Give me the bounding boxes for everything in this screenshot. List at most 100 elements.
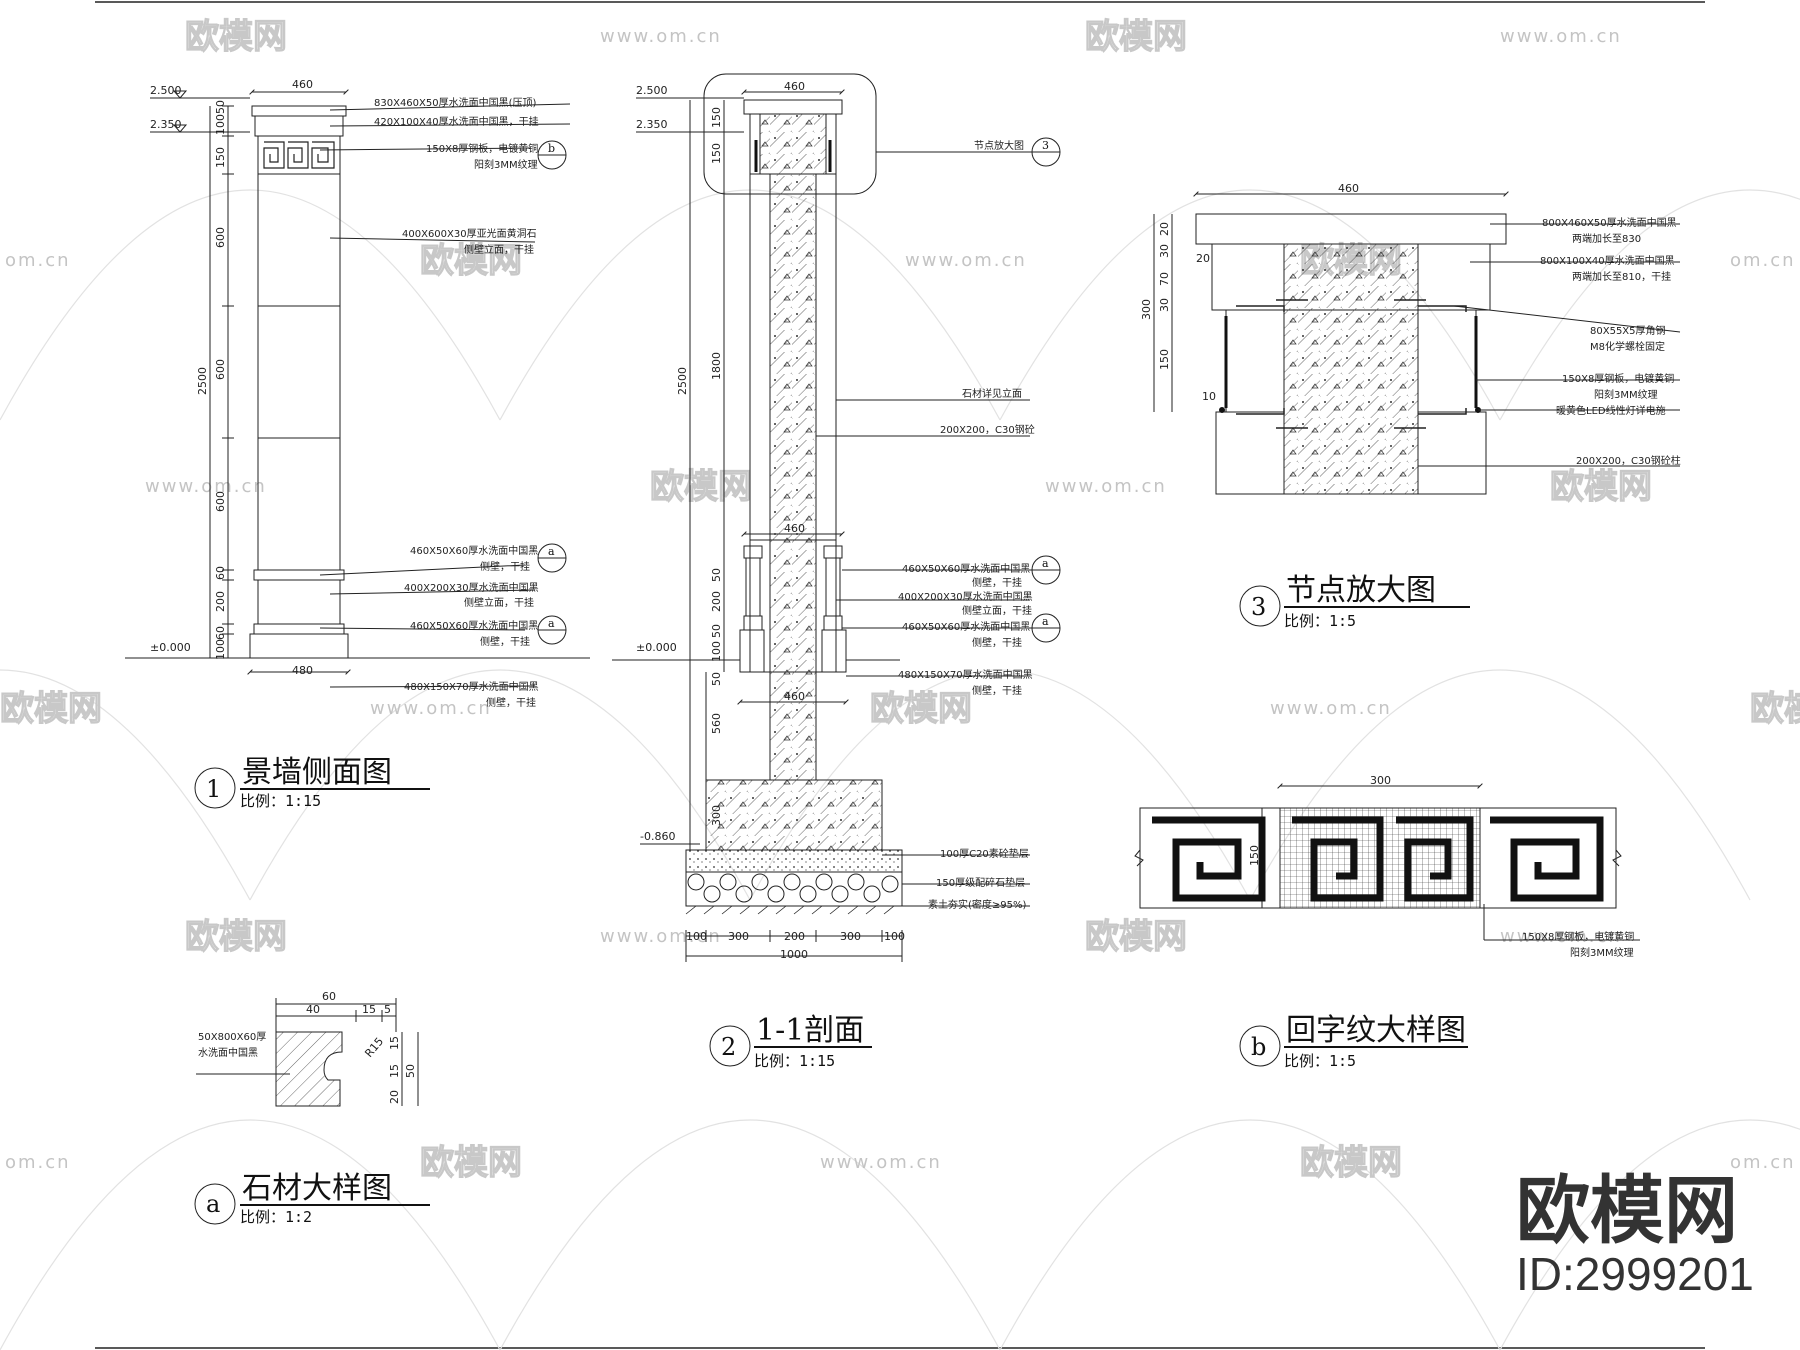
watermark-brand: 欧模网: [185, 917, 287, 957]
view-3-node-detail: 460 300 20 30 70 30 150 20 10: [1140, 182, 1681, 630]
watermark-arcs: [0, 189, 1800, 1350]
dim-seg: 60: [214, 626, 227, 640]
callout-tag: a: [1042, 615, 1049, 628]
note: 石材详见立面: [962, 387, 1022, 400]
dim-c: 5: [384, 1003, 391, 1016]
note: 阳刻3MM纹理: [474, 158, 538, 171]
meander-band: [263, 141, 335, 169]
view-number: 2: [721, 1033, 736, 1061]
brand-block: 欧模网 ID:2999201: [1516, 1168, 1754, 1300]
watermark-url: om.cn: [1730, 250, 1796, 271]
note: 50X800X60厚: [198, 1031, 266, 1043]
gravel-layer: [687, 873, 899, 903]
elev-0: ±0.000: [636, 641, 677, 654]
watermark-brand: 欧模网: [0, 689, 102, 729]
watermark-url: om.cn: [5, 250, 71, 271]
dim-top-width: 460: [1338, 182, 1359, 195]
note: 480X150X70厚水洗面中国黑: [898, 668, 1033, 681]
watermark-brand: 欧模网: [1750, 689, 1800, 729]
dim-total: 2500: [196, 367, 209, 395]
note: 侧壁，干挂: [486, 696, 536, 709]
watermark-url: www.om.cn: [1270, 698, 1392, 719]
note: 800X100X40厚水洗面中国黑: [1540, 254, 1675, 267]
note: 800X460X50厚水洗面中国黑: [1542, 216, 1677, 229]
dim-bottom-total: 1000: [780, 948, 808, 961]
watermark-brand: 欧模网: [1300, 1143, 1402, 1183]
watermark-url: om.cn: [5, 1152, 71, 1173]
note: 侧壁立面，干挂: [464, 596, 534, 609]
watermarks: 欧模网 www.om.cn 欧模网 www.om.cn om.cn 欧模网 ww…: [0, 16, 1800, 1183]
dim-seg: 50: [710, 672, 723, 686]
note: 侧壁，干挂: [972, 636, 1022, 649]
dim-seg: 30: [1158, 244, 1171, 258]
dim-seg: 150: [710, 107, 723, 128]
view-scale: 比例：1:15: [754, 1052, 835, 1070]
note: 460X50X60厚水洗面中国黑: [902, 620, 1030, 633]
note: M8化学螺栓固定: [1590, 340, 1665, 353]
view-scale: 比例：1:5: [1284, 1052, 1356, 1070]
dim-bottom: 300: [840, 930, 861, 943]
view-number: 1: [206, 775, 221, 803]
dim-bottom-width: 480: [292, 664, 313, 677]
dim-seg: 50: [214, 100, 227, 114]
view-scale: 比例：1:2: [240, 1208, 312, 1226]
dim-height: 150: [1248, 845, 1261, 866]
view-number: b: [1251, 1033, 1266, 1061]
dim-seg: 60: [214, 566, 227, 580]
dim-seg: 300: [710, 805, 723, 826]
dim-total: 300: [1140, 299, 1153, 320]
dim-seg: 50: [710, 624, 723, 638]
meander-pattern: [1152, 816, 1604, 902]
watermark-url: www.om.cn: [820, 1152, 942, 1173]
view-number: a: [206, 1190, 220, 1218]
elev-2: 2.350: [150, 118, 182, 131]
note: 200X200，C30钢砼: [940, 423, 1035, 436]
dim-h2: 15: [388, 1064, 401, 1078]
dim-total: 60: [322, 990, 336, 1003]
note: 暖黄色LED线性灯详电施: [1556, 404, 1666, 417]
dim-seg: 200: [214, 591, 227, 612]
dim-h1: 15: [388, 1036, 401, 1050]
note: 侧壁，干挂: [480, 635, 530, 648]
dim-bottom: 300: [728, 930, 749, 943]
dim-seg: 150: [710, 143, 723, 164]
elev-bottom: -0.860: [640, 830, 675, 843]
note: 480X150X70厚水洗面中国黑: [404, 680, 539, 693]
note: 200X200，C30钢砼柱: [1576, 454, 1681, 467]
dim-seg: 200: [710, 591, 723, 612]
view-number: 3: [1251, 593, 1266, 621]
dim-b: 15: [362, 1003, 376, 1016]
dim-width: 300: [1370, 774, 1391, 787]
view-title: 节点放大图: [1286, 573, 1436, 608]
elev-top: 2.500: [636, 84, 668, 97]
note: 节点放大图: [974, 139, 1024, 152]
watermark-url: www.om.cn: [145, 476, 267, 497]
elev-0: ±0.000: [150, 641, 191, 654]
callout-tag: 3: [1042, 139, 1049, 152]
dim-low-width: 460: [784, 690, 805, 703]
dim-side: 20: [1196, 252, 1210, 265]
dim-a: 40: [306, 1003, 320, 1016]
dim-seg: 100: [214, 114, 227, 135]
note: 150X8厚钢板，电镀黄铜: [1562, 372, 1674, 385]
watermark-url: www.om.cn: [1500, 26, 1622, 47]
dim-bottom: 200: [784, 930, 805, 943]
watermark-brand: 欧模网: [1085, 917, 1187, 957]
note: 素土夯实(密度≥95%): [928, 898, 1027, 911]
note: 阳刻3MM纹理: [1570, 946, 1634, 959]
note: 两端加长至830: [1572, 232, 1641, 245]
watermark-url: om.cn: [1730, 1152, 1796, 1173]
dim-seg: 30: [1158, 298, 1171, 312]
watermark-brand: 欧模网: [870, 689, 972, 729]
note: 侧壁，干挂: [972, 684, 1022, 697]
note: 100厚C20素砼垫层: [940, 847, 1029, 860]
watermark-brand: 欧模网: [185, 17, 287, 57]
dim-bottom: 100: [884, 930, 905, 943]
brand-name: 欧模网: [1516, 1168, 1738, 1254]
watermark-url: www.om.cn: [905, 250, 1027, 271]
note: 侧壁，干挂: [480, 560, 530, 573]
note: 阳刻3MM纹理: [1594, 388, 1658, 401]
note: 400X600X30厚亚光面黄洞石: [402, 227, 537, 240]
dim-bottom: 100: [686, 930, 707, 943]
